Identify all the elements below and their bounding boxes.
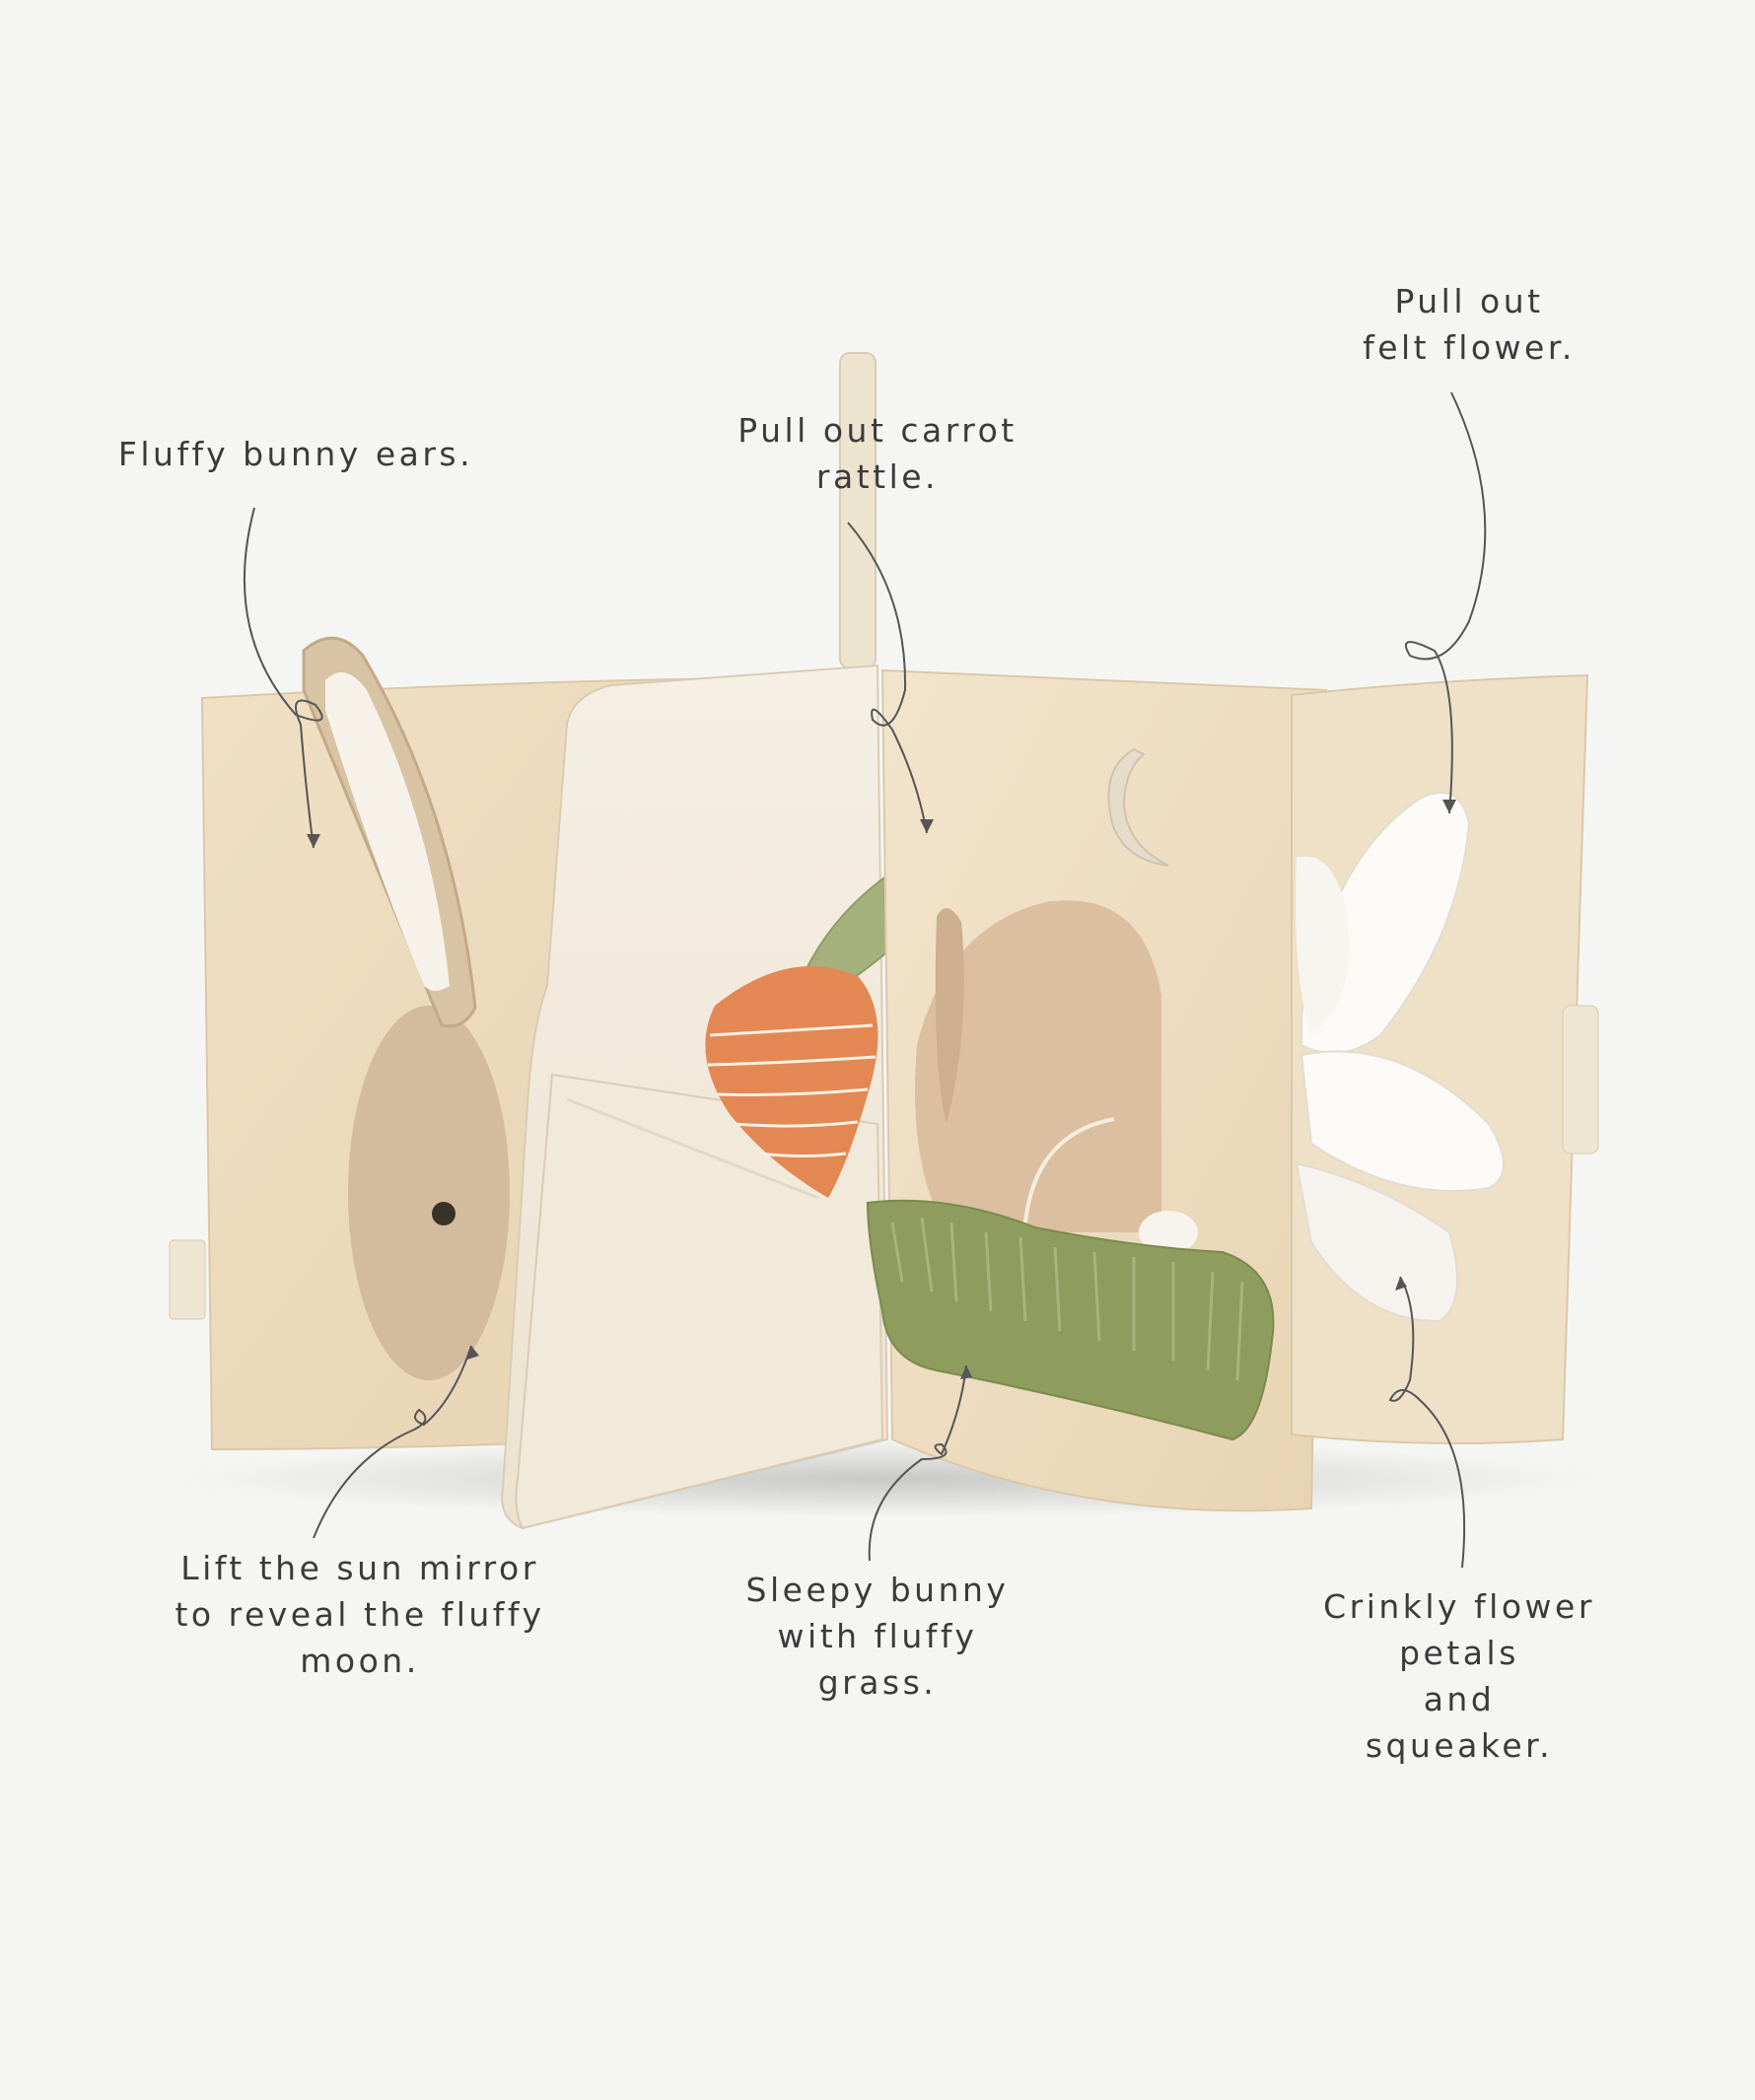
pocket-fold — [566, 1097, 819, 1200]
pointer-sleepy-bunny — [868, 1365, 967, 1562]
felt-flower-petal-left — [1296, 856, 1350, 1035]
ear-fluff — [325, 672, 450, 991]
pointer-arrowheads — [307, 800, 1456, 1379]
pointer-lines — [243, 391, 1487, 1569]
annotation-fluffy-ears: Fluffy bunny ears. — [117, 435, 474, 473]
bunny-eye — [432, 1202, 456, 1225]
bunny-head — [348, 1006, 510, 1380]
felt-flower-petal-top — [1300, 791, 1471, 1054]
pointer-felt-flower — [1404, 391, 1487, 814]
carrot-stitches — [707, 1023, 877, 1157]
annotation-sleepy-bunny: Sleepy bunny with fluffy grass. — [745, 1571, 1010, 1702]
pointer-ears — [243, 507, 323, 849]
pointer-sun-mirror — [313, 1345, 472, 1539]
annotation-crinkly-flower: Crinkly flower petals and squeaker. — [1323, 1587, 1595, 1765]
bunny-back-line — [1023, 1117, 1115, 1224]
book-shadow — [177, 1439, 1597, 1518]
annotation-felt-flower: Pull out felt flower. — [1363, 282, 1576, 367]
sleepy-bunny-body — [915, 900, 1161, 1232]
fluffy-grass — [866, 1199, 1275, 1441]
grass-fringe — [890, 1217, 1244, 1381]
right-fabric-tab — [1562, 1005, 1599, 1155]
crinkly-petal-bottom — [1295, 1161, 1458, 1323]
pointer-carrot — [847, 522, 928, 834]
hanging-loop — [839, 352, 877, 669]
left-fabric-tag — [169, 1239, 206, 1320]
carrot-rattle — [705, 966, 878, 1198]
embroidered-moon — [1107, 747, 1169, 867]
crinkly-petal-right — [1299, 1050, 1505, 1192]
bunny-tail — [1139, 1211, 1198, 1254]
annotation-sun-mirror: Lift the sun mirror to reveal the fluffy… — [175, 1549, 545, 1680]
annotation-carrot-rattle: Pull out carrot rattle. — [737, 411, 1018, 496]
pointer-crinkly — [1388, 1276, 1466, 1569]
sleepy-bunny-ear — [935, 908, 964, 1124]
